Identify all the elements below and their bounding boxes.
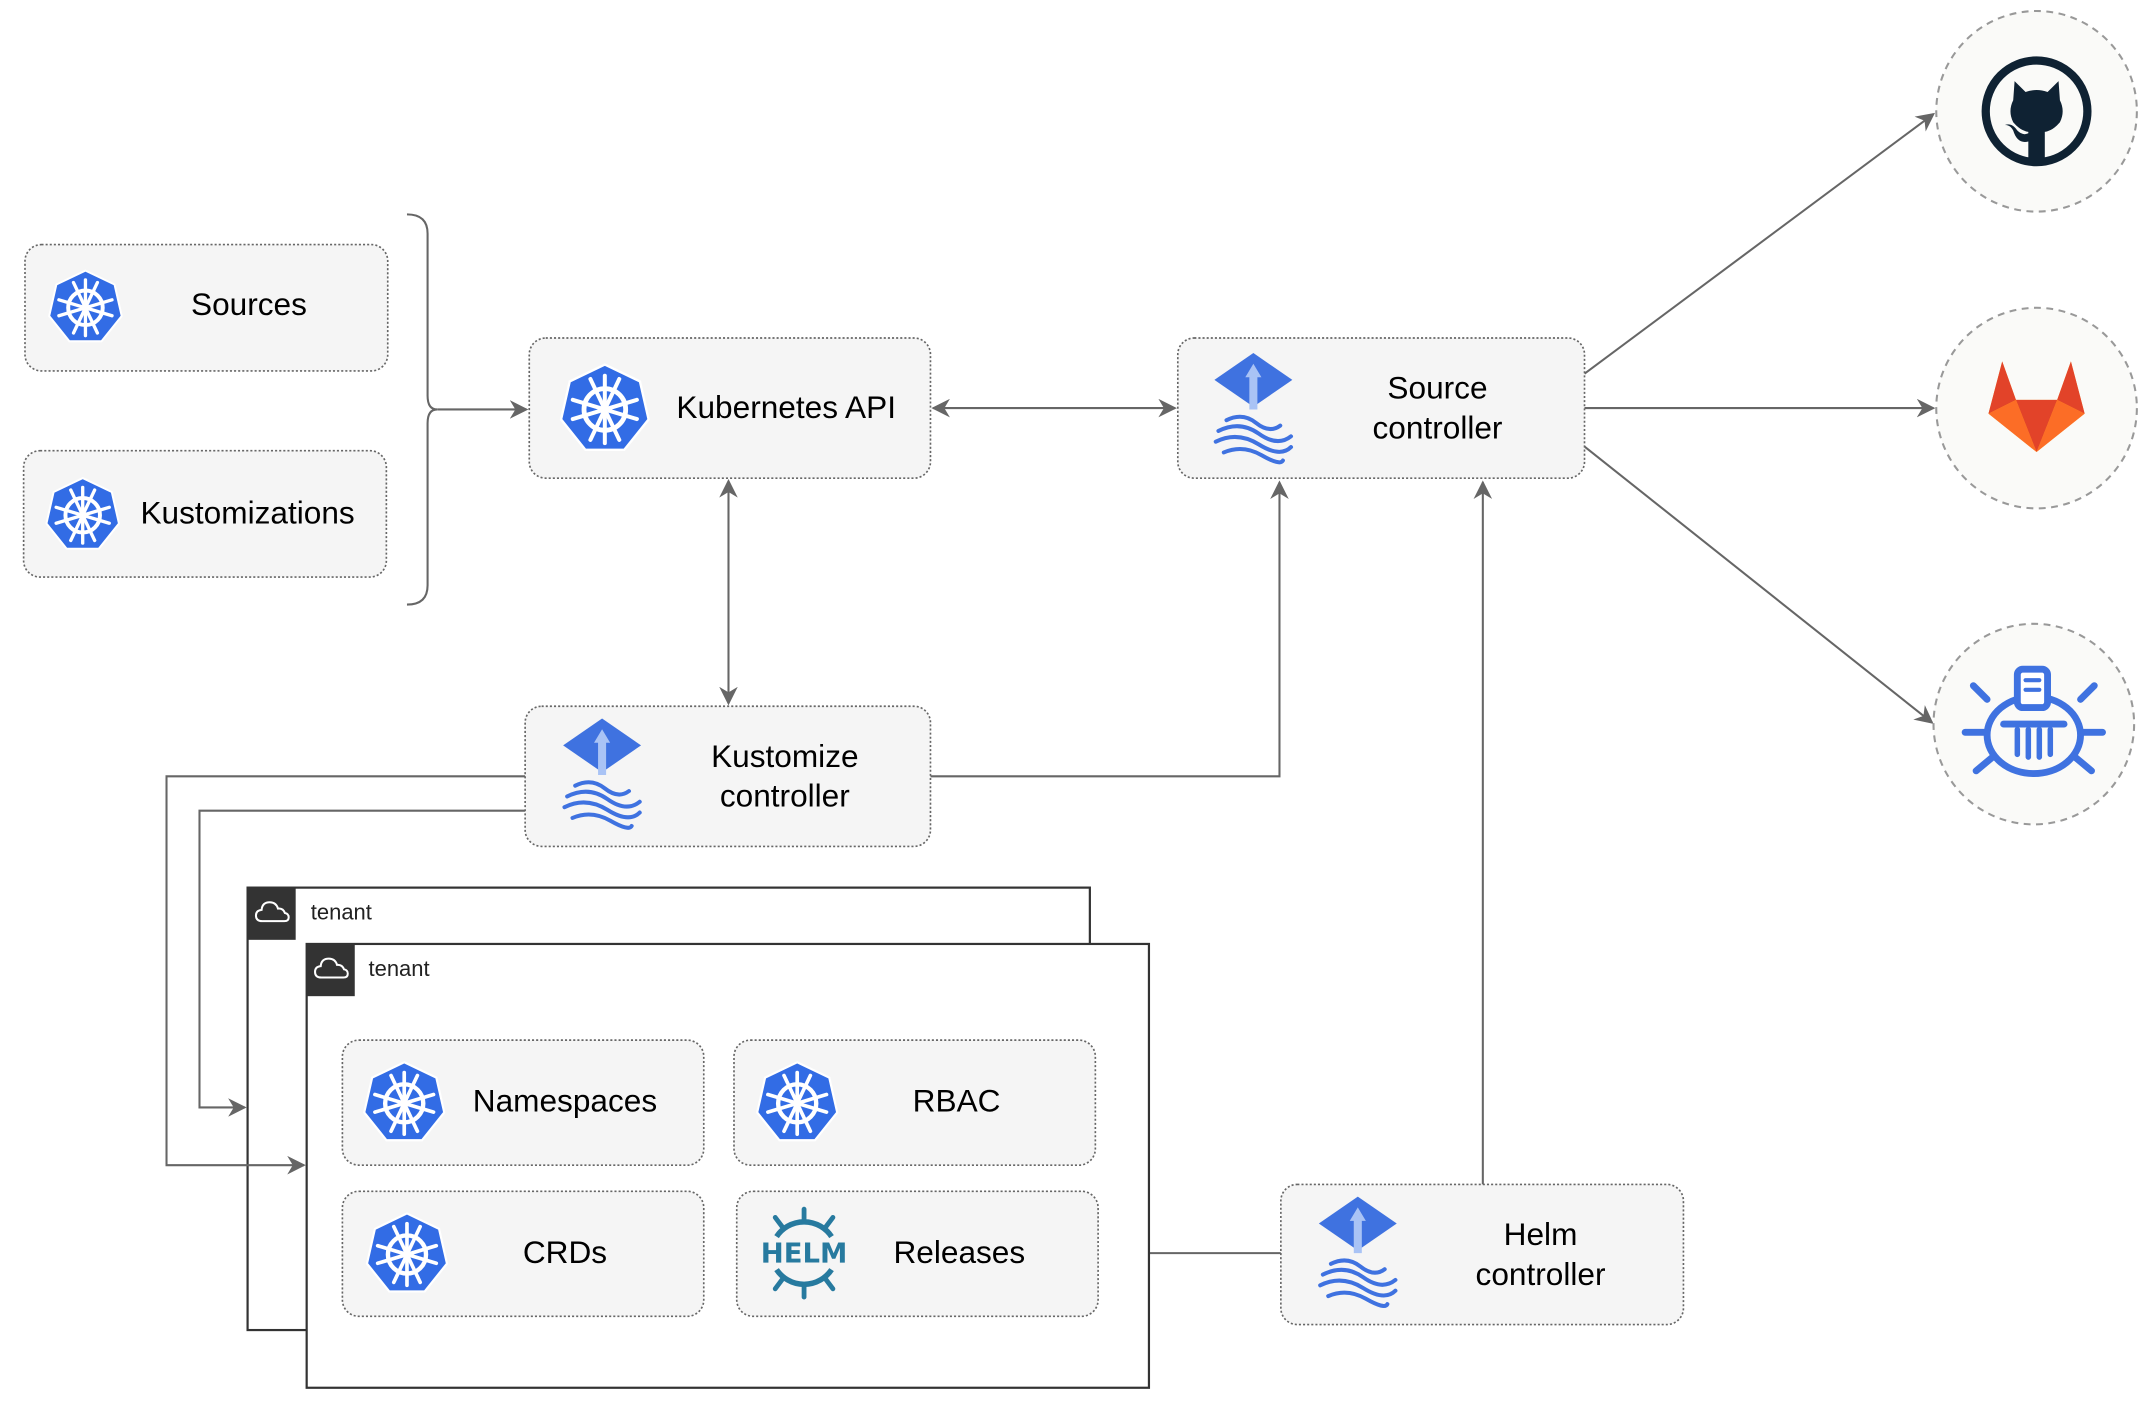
node-sources[interactable]: Sources bbox=[24, 243, 389, 372]
node-label-line1: Kustomize bbox=[711, 738, 858, 774]
tenant-label: tenant bbox=[311, 900, 372, 925]
node-kustomizations[interactable]: Kustomizations bbox=[22, 449, 388, 578]
node-helm-controller[interactable]: Helm controller bbox=[1280, 1183, 1685, 1326]
node-crds[interactable]: CRDs bbox=[341, 1190, 705, 1318]
helm-logo-text: HELM bbox=[761, 1237, 848, 1269]
edge-kustomize-to-source bbox=[930, 480, 1289, 778]
edge-source-to-bucket bbox=[1583, 445, 1934, 724]
edge-source-to-github bbox=[1583, 112, 1936, 375]
external-github[interactable] bbox=[1935, 9, 2138, 213]
edge-kustomize-to-tenant-front bbox=[165, 775, 526, 1175]
external-gitlab[interactable] bbox=[1935, 306, 2138, 510]
node-label-line2: controller bbox=[720, 778, 850, 814]
bucket-icon bbox=[1961, 665, 2106, 778]
node-label-line1: Helm bbox=[1504, 1216, 1578, 1252]
grouping-brace bbox=[406, 213, 438, 606]
node-label: Kustomizations bbox=[140, 495, 354, 531]
gitlab-icon bbox=[1988, 361, 2085, 453]
external-bucket[interactable] bbox=[1932, 622, 2136, 826]
helm-icon: HELM bbox=[761, 1206, 848, 1300]
tenant-label: tenant bbox=[369, 956, 430, 981]
node-label: Releases bbox=[893, 1234, 1025, 1270]
node-label: Kubernetes API bbox=[676, 389, 896, 425]
node-namespaces[interactable]: Namespaces bbox=[341, 1039, 705, 1166]
node-label: CRDs bbox=[523, 1234, 607, 1270]
node-label-line2: controller bbox=[1476, 1256, 1606, 1292]
node-source-controller[interactable]: Source controller bbox=[1176, 337, 1586, 479]
node-kubernetes-api[interactable]: Kubernetes API bbox=[528, 337, 932, 479]
node-label-line1: Source bbox=[1387, 370, 1487, 406]
edge-kustomize-to-tenant-back bbox=[198, 809, 526, 1117]
node-rbac[interactable]: RBAC bbox=[733, 1039, 1097, 1166]
node-label: Namespaces bbox=[473, 1083, 657, 1119]
node-kustomize-controller[interactable]: Kustomize controller bbox=[524, 705, 932, 848]
github-icon bbox=[1981, 56, 2092, 167]
node-label: Sources bbox=[191, 286, 307, 322]
node-label: RBAC bbox=[913, 1083, 1001, 1119]
node-releases[interactable]: HELM Releases bbox=[735, 1190, 1099, 1318]
node-label-line2: controller bbox=[1373, 409, 1503, 445]
